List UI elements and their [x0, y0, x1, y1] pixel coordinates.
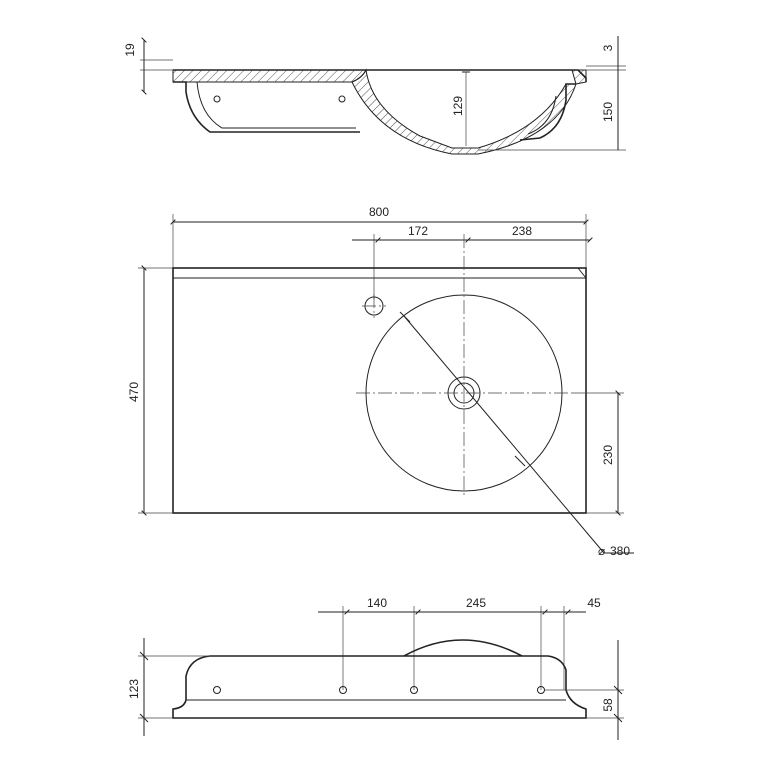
dim-side-height: 123 — [127, 679, 141, 699]
section-hatch — [172, 69, 367, 83]
dim-bowl-depth: 129 — [451, 96, 465, 116]
plan-view — [138, 214, 634, 554]
dim-width: 800 — [369, 205, 389, 219]
dim-bowl-offset-front: 230 — [601, 445, 615, 465]
bowl-section — [351, 68, 577, 155]
dim-bowl-offset-right: 238 — [512, 224, 532, 238]
dim-total-height: 150 — [601, 102, 615, 122]
dim-bowl-diameter: 380 — [610, 544, 630, 558]
dim-hole-height: 58 — [601, 698, 615, 712]
dim-rim-height: 3 — [601, 44, 615, 51]
dim-hole-spacing-2: 245 — [466, 596, 486, 610]
dim-hole-spacing-1: 140 — [367, 596, 387, 610]
dim-depth: 470 — [127, 382, 141, 402]
back-view — [138, 606, 624, 740]
dim-top-thickness: 19 — [123, 43, 137, 57]
dim-hole-edge-offset: 45 — [587, 596, 601, 610]
diameter-symbol: ⌀ — [598, 544, 605, 558]
section-view — [140, 36, 626, 155]
dim-tap-offset: 172 — [408, 224, 428, 238]
